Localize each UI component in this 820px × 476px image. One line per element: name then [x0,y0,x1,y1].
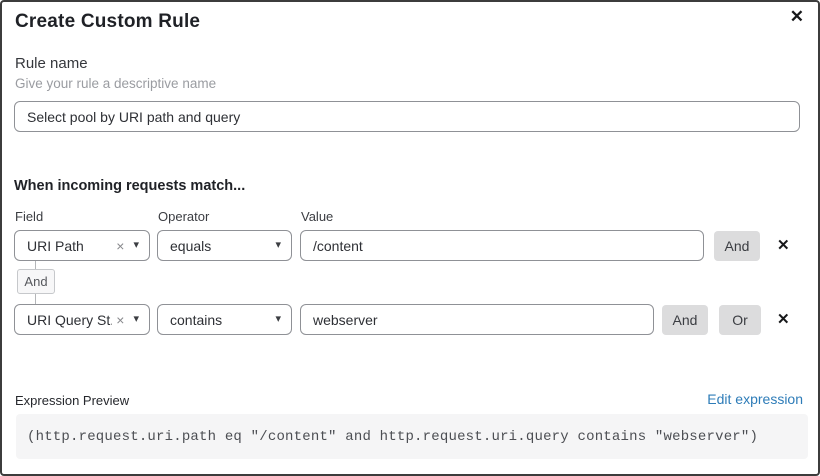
expression-preview-block: (http.request.uri.path eq "/content" and… [16,414,808,459]
chevron-down-icon: ▾ [133,313,139,325]
field-select-row2-value: URI Query St... [27,311,112,328]
value-input-row1[interactable] [300,230,704,261]
add-or-condition-button-row2[interactable]: Or [719,305,761,335]
clear-field-icon[interactable]: × [116,311,125,328]
rule-name-hint: Give your rule a descriptive name [15,76,217,91]
operator-select-row2-value: contains [170,311,223,328]
value-input-row2[interactable] [300,304,654,335]
connector-line-top [35,261,36,269]
field-select-row1-value: URI Path [27,237,84,254]
clear-field-icon[interactable]: × [116,237,125,254]
chevron-down-icon: ▾ [133,239,139,251]
expression-preview-code: (http.request.uri.path eq "/content" and… [27,428,759,445]
dialog-title: Create Custom Rule [15,11,201,32]
close-icon[interactable]: ✕ [789,7,804,26]
remove-condition-icon-row1[interactable]: ✕ [777,237,790,254]
connector-and-badge: And [17,269,55,294]
chevron-down-icon: ▾ [275,239,281,251]
add-and-condition-button-row2[interactable]: And [662,305,708,335]
operator-select-row2[interactable]: contains ▾ [157,304,292,335]
connector-line-bottom [35,294,36,304]
value-column-label: Value [301,209,334,224]
operator-select-row1-value: equals [170,237,212,254]
add-and-condition-button-row1[interactable]: And [714,231,760,261]
expression-preview-label: Expression Preview [15,393,130,408]
field-select-row1[interactable]: URI Path × ▾ [14,230,150,261]
rule-name-input[interactable] [14,101,800,132]
field-select-row2[interactable]: URI Query St... × ▾ [14,304,150,335]
rule-name-label: Rule name [15,55,88,72]
operator-column-label: Operator [158,209,210,224]
remove-condition-icon-row2[interactable]: ✕ [777,311,790,328]
chevron-down-icon: ▾ [275,313,281,325]
match-heading: When incoming requests match... [14,178,246,194]
operator-select-row1[interactable]: equals ▾ [157,230,292,261]
field-column-label: Field [15,209,44,224]
edit-expression-link[interactable]: Edit expression [707,391,803,407]
